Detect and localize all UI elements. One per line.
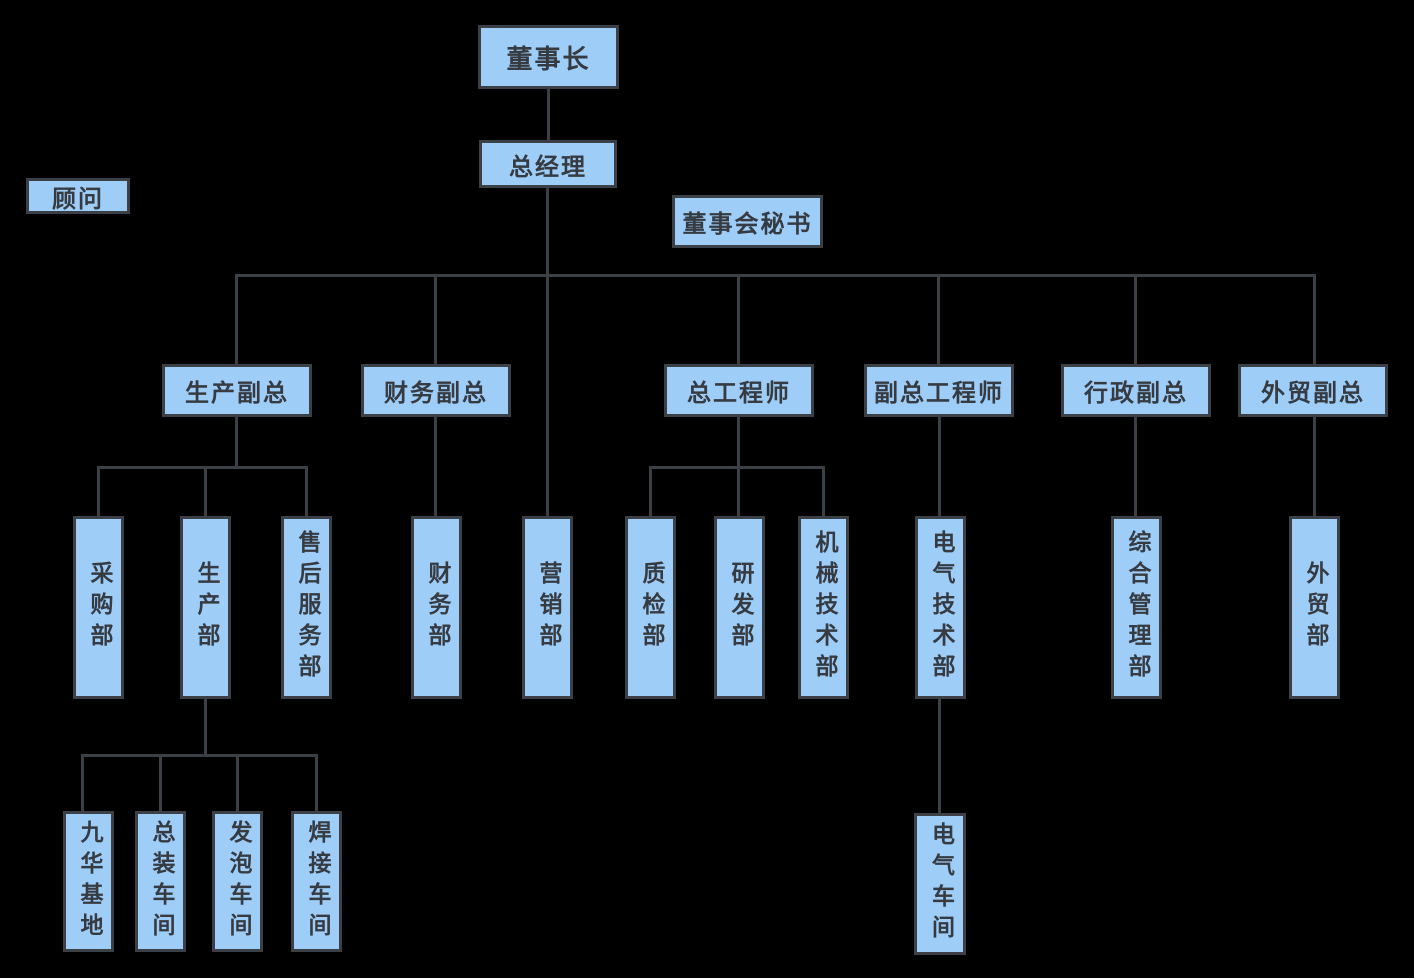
node-quality-dept-label: 质检部 xyxy=(638,561,664,654)
connector-gm-marketing xyxy=(546,188,549,516)
connector-deputy-chief-elec-tech xyxy=(938,417,941,516)
node-production-dept: 生产部 xyxy=(180,516,231,699)
node-mech-tech-dept: 机械技术部 xyxy=(798,516,849,699)
connector-chairman-gm xyxy=(547,89,550,140)
node-rd-dept-label: 研发部 xyxy=(727,561,753,654)
node-quality-dept: 质检部 xyxy=(625,516,676,699)
connector-drop-welding xyxy=(315,754,318,811)
connector-production-vp-down xyxy=(235,417,238,466)
node-welding-workshop: 焊接车间 xyxy=(291,811,342,952)
connector-drop-mech-tech xyxy=(822,466,825,516)
node-admin-vp: 行政副总 xyxy=(1061,364,1211,417)
node-foreign-trade-dept: 外贸部 xyxy=(1289,516,1340,699)
connector-finance-vp-finance-dept xyxy=(434,417,437,516)
node-general-mgmt-dept: 综合管理部 xyxy=(1111,516,1162,699)
connector-drop-jiuhua xyxy=(81,754,84,811)
node-finance-vp: 财务副总 xyxy=(361,364,511,417)
node-after-sales-dept-label: 售后服务部 xyxy=(294,530,320,685)
connector-drop-purchasing xyxy=(97,466,100,516)
node-advisor: 顾问 xyxy=(26,178,130,214)
node-purchasing-dept-label: 采购部 xyxy=(86,561,112,654)
node-jiuhua-base: 九华基地 xyxy=(63,811,114,952)
connector-rail-level2 xyxy=(235,274,1316,277)
node-board-secretary: 董事会秘书 xyxy=(672,195,823,248)
connector-drop-after-sales xyxy=(305,466,308,516)
node-purchasing-dept: 采购部 xyxy=(73,516,124,699)
connector-production-dept-down xyxy=(204,699,207,754)
connector-drop-assembly xyxy=(159,754,162,811)
node-production-vp: 生产副总 xyxy=(162,364,312,417)
node-chairman: 董事长 xyxy=(478,25,619,89)
node-marketing-dept: 营销部 xyxy=(522,516,573,699)
node-general-manager: 总经理 xyxy=(479,140,617,188)
connector-foreign-trade-vp-dept xyxy=(1313,417,1316,516)
connector-drop-deputy-chief xyxy=(937,274,940,364)
node-finance-dept-label: 财务部 xyxy=(424,561,450,654)
connector-drop-foreign-trade-vp xyxy=(1313,274,1316,364)
node-mech-tech-dept-label: 机械技术部 xyxy=(811,530,837,685)
node-electrical-workshop: 电气车间 xyxy=(914,813,966,955)
connector-rail-workshops xyxy=(81,754,318,757)
connector-drop-finance-vp xyxy=(434,274,437,364)
node-foreign-trade-vp: 外贸副总 xyxy=(1238,364,1388,417)
connector-rail-production xyxy=(97,466,308,469)
node-jiuhua-base-label: 九华基地 xyxy=(76,819,102,944)
node-deputy-chief-engineer: 副总工程师 xyxy=(864,364,1014,417)
connector-drop-production-vp xyxy=(235,274,238,364)
node-assembly-workshop: 总装车间 xyxy=(135,811,186,952)
connector-admin-vp-general-mgmt xyxy=(1134,417,1137,516)
connector-drop-quality xyxy=(649,466,652,516)
connector-drop-production-dept xyxy=(204,466,207,516)
node-elec-tech-dept: 电气技术部 xyxy=(915,516,966,699)
node-foaming-workshop: 发泡车间 xyxy=(212,811,263,952)
connector-drop-chief-engineer xyxy=(737,274,740,364)
node-finance-dept: 财务部 xyxy=(411,516,462,699)
node-welding-workshop-label: 焊接车间 xyxy=(304,819,330,944)
node-assembly-workshop-label: 总装车间 xyxy=(148,819,174,944)
node-after-sales-dept: 售后服务部 xyxy=(281,516,332,699)
node-general-mgmt-dept-label: 综合管理部 xyxy=(1124,530,1150,685)
node-foaming-workshop-label: 发泡车间 xyxy=(225,819,251,944)
node-elec-tech-dept-label: 电气技术部 xyxy=(928,530,954,685)
connector-elec-tech-workshop xyxy=(938,699,941,813)
node-rd-dept: 研发部 xyxy=(714,516,765,699)
node-electrical-workshop-label: 电气车间 xyxy=(927,822,954,946)
node-foreign-trade-dept-label: 外贸部 xyxy=(1302,561,1328,654)
connector-drop-admin-vp xyxy=(1134,274,1137,364)
node-production-dept-label: 生产部 xyxy=(193,561,219,654)
node-marketing-dept-label: 营销部 xyxy=(535,561,561,654)
connector-drop-foaming xyxy=(236,754,239,811)
node-chief-engineer: 总工程师 xyxy=(664,364,814,417)
connector-rail-engineering xyxy=(649,466,825,469)
